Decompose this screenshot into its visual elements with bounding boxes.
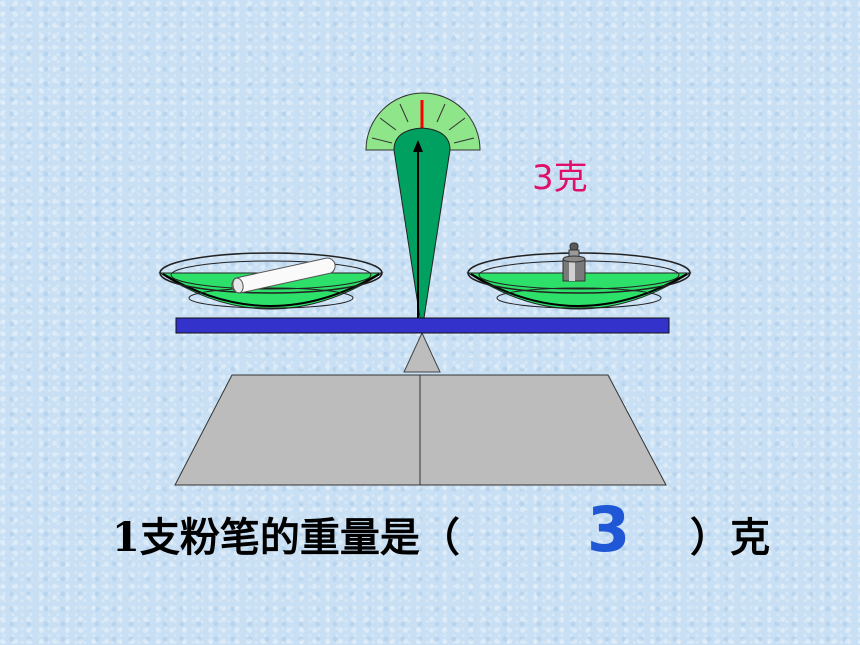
question-suffix: ）克	[690, 514, 770, 561]
chalk-icon	[231, 257, 336, 294]
answer-value: 3	[587, 493, 631, 566]
question-prefix: 1支粉笔的重量是（	[112, 514, 460, 561]
question-text: 1支粉笔的重量是（ 3 ）克	[112, 493, 770, 566]
scale-beam	[175, 317, 670, 334]
scale-pointer	[393, 127, 451, 319]
right-pan	[466, 252, 692, 310]
weight-reading-label: 3克	[532, 158, 588, 198]
dial-ticks	[371, 103, 475, 144]
weight-icon	[562, 242, 586, 282]
scale-fulcrum	[403, 331, 441, 373]
pointer-arrow-head	[413, 140, 423, 152]
left-pan	[158, 252, 384, 310]
